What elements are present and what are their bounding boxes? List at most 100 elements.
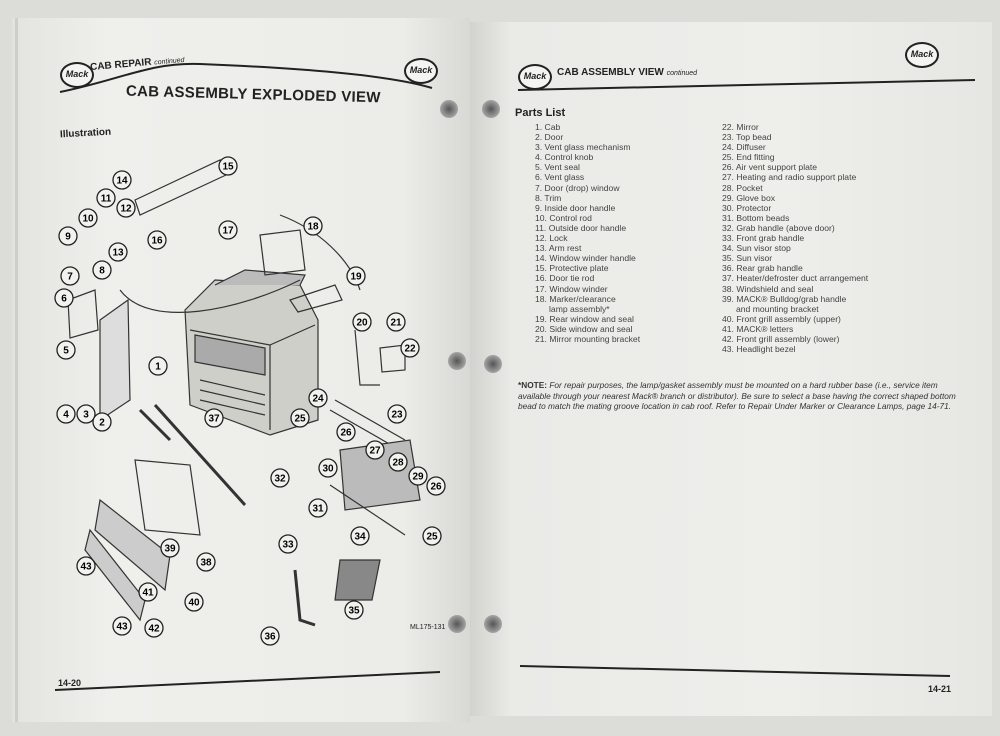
callout-number: 39 xyxy=(164,544,176,555)
parts-list-item: lamp assembly* xyxy=(549,303,610,314)
callout-number: 41 xyxy=(142,588,154,599)
callout-number: 27 xyxy=(369,446,381,457)
parts-list-item: 32. Grab handle (above door) xyxy=(722,222,835,233)
binder-hole xyxy=(448,615,466,633)
callout-22: 22 xyxy=(400,338,420,358)
callout-number: 13 xyxy=(112,248,124,259)
callout-circle xyxy=(408,466,428,486)
parts-list-item: 35. Sun visor xyxy=(722,253,773,264)
callout-number: 2 xyxy=(99,418,105,429)
callout-number: 3 xyxy=(83,410,89,421)
callout-circle xyxy=(350,526,370,546)
callout-43: 43 xyxy=(76,556,96,576)
parts-list-item: 12. Lock xyxy=(535,233,568,244)
callout-number: 1 xyxy=(155,362,161,373)
callout-19: 19 xyxy=(346,266,366,286)
callout-circle xyxy=(426,476,446,496)
callout-2: 2 xyxy=(92,412,112,432)
callout-40: 40 xyxy=(184,592,204,612)
parts-list-heading: Parts List xyxy=(515,107,566,119)
callout-4: 4 xyxy=(56,404,76,424)
callout-29: 29 xyxy=(408,466,428,486)
callout-circle xyxy=(308,388,328,408)
callout-circle xyxy=(92,412,112,432)
parts-list-item: 33. Front grab handle xyxy=(722,233,805,244)
callout-circle xyxy=(336,422,356,442)
callout-circle xyxy=(78,208,98,228)
binder-hole xyxy=(484,615,502,633)
callout-circle xyxy=(290,408,310,428)
callout-circle xyxy=(58,226,78,246)
callout-circle xyxy=(260,626,280,646)
note-label: *NOTE: xyxy=(518,380,548,390)
parts-list-item: 26. Air vent support plate xyxy=(722,162,818,173)
callout-37: 37 xyxy=(204,408,224,428)
callout-28: 28 xyxy=(388,452,408,472)
callout-15: 15 xyxy=(218,156,238,176)
callout-circle xyxy=(204,408,224,428)
parts-list-item: 1. Cab xyxy=(535,122,561,132)
binder-hole xyxy=(482,100,500,118)
parts-list-item: 40. Front grill assembly (upper) xyxy=(722,313,841,324)
callout-circle xyxy=(116,198,136,218)
callout-circle xyxy=(387,404,407,424)
callout-circle xyxy=(388,452,408,472)
callout-number: 32 xyxy=(274,474,286,485)
callout-number: 24 xyxy=(312,394,324,405)
parts-list-item: 14. Window winder handle xyxy=(535,253,636,264)
callout-3: 3 xyxy=(76,404,96,424)
callout-circle xyxy=(400,338,420,358)
callout-36: 36 xyxy=(260,626,280,646)
parts-list-item: 9. Inside door handle xyxy=(535,202,616,213)
callout-25: 25 xyxy=(290,408,310,428)
callout-24: 24 xyxy=(308,388,328,408)
callout-number: 18 xyxy=(307,222,319,233)
callout-circle xyxy=(352,312,372,332)
callout-circle xyxy=(112,616,132,636)
parts-list-item: 11. Outside door handle xyxy=(535,222,627,233)
parts-list-item: 37. Heater/defroster duct arrangement xyxy=(722,273,869,284)
parts-list-item: 42. Front grill assembly (lower) xyxy=(722,333,840,344)
callout-number: 34 xyxy=(354,532,366,543)
callout-number: 7 xyxy=(67,272,73,283)
callout-circle xyxy=(54,288,74,308)
callout-34: 34 xyxy=(350,526,370,546)
callout-circle xyxy=(308,498,328,518)
callout-circle xyxy=(56,340,76,360)
parts-list-item: 13. Arm rest xyxy=(535,243,582,254)
callout-circle xyxy=(76,404,96,424)
parts-list-item: 43. Headlight bezel xyxy=(722,344,796,355)
callout-number: 25 xyxy=(426,532,438,543)
parts-list-item: 36. Rear grab handle xyxy=(722,263,803,274)
callout-6: 6 xyxy=(54,288,74,308)
callout-circle xyxy=(76,556,96,576)
callout-circle xyxy=(365,440,385,460)
callout-number: 17 xyxy=(222,226,234,237)
callout-number: 5 xyxy=(63,346,69,357)
callout-circle xyxy=(196,552,216,572)
callout-number: 36 xyxy=(264,632,276,643)
parts-list-item: 41. MACK® letters xyxy=(722,323,794,334)
callout-circle xyxy=(108,242,128,262)
callout-number: 35 xyxy=(348,606,360,617)
parts-list-item: 31. Bottom beads xyxy=(722,212,790,223)
callout-7: 7 xyxy=(60,266,80,286)
callout-27: 27 xyxy=(365,440,385,460)
callout-42: 42 xyxy=(144,618,164,638)
parts-list-item: 21. Mirror mounting bracket xyxy=(535,333,641,344)
callout-circle xyxy=(92,260,112,280)
callout-31: 31 xyxy=(308,498,328,518)
callout-5: 5 xyxy=(56,340,76,360)
callout-circle xyxy=(56,404,76,424)
callout-circle xyxy=(270,468,290,488)
page-number-right: 14-21 xyxy=(928,684,952,694)
parts-list-item: 18. Marker/clearance xyxy=(535,293,616,304)
mack-logo: Mack xyxy=(60,62,94,88)
continued-label: continued xyxy=(666,70,698,77)
callout-20: 20 xyxy=(352,312,372,332)
callout-number: 19 xyxy=(350,272,362,283)
callout-circle xyxy=(144,618,164,638)
